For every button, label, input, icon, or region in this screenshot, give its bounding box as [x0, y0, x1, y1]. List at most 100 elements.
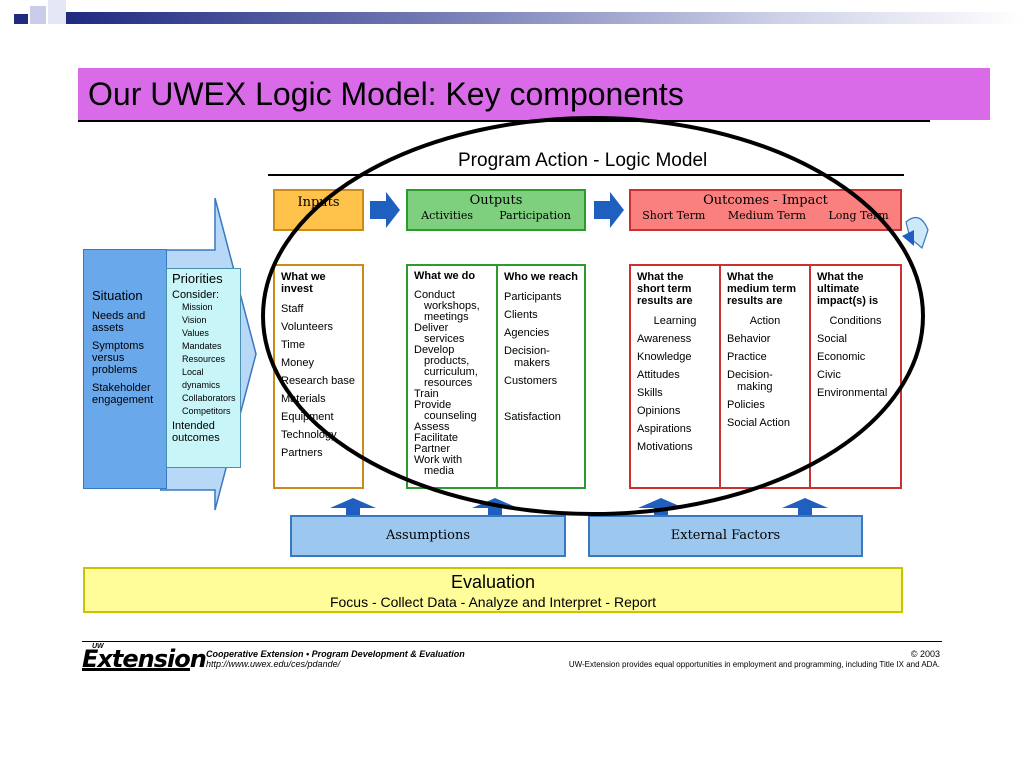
- priorities-box: Priorities Consider: Mission Vision Valu…: [166, 268, 241, 468]
- situation-item: Stakeholder engagement: [92, 382, 154, 406]
- participation-label: Participation: [499, 209, 571, 222]
- priority-item: Local dynamics: [182, 367, 221, 390]
- outcome-item: Social Action: [727, 417, 790, 429]
- what-we-do-column: What we do Conduct workshops, meetings D…: [406, 264, 498, 489]
- medium-term-category: Action: [749, 315, 781, 327]
- deco-square-light: [30, 6, 46, 24]
- short-term-heading: What the short term results are: [637, 271, 693, 307]
- outcome-item: Civic: [817, 369, 841, 381]
- outputs-label: Outputs: [469, 193, 523, 208]
- outcome-item: Aspirations: [637, 423, 692, 435]
- activity-item: Train: [414, 388, 439, 400]
- footer-program: Cooperative Extension • Program Developm…: [206, 649, 465, 659]
- participation-item: Decision-: [504, 345, 550, 357]
- priority-item: Mission: [182, 302, 213, 312]
- priority-item: Values: [182, 328, 209, 338]
- medium-term-heading: What the medium term results are: [727, 271, 797, 307]
- activity-item: Develop: [414, 344, 455, 356]
- activity-item: curriculum,: [424, 366, 478, 378]
- activity-item: Provide: [414, 399, 452, 411]
- priority-item: Resources: [182, 354, 226, 364]
- outcome-item: making: [737, 381, 773, 393]
- logo-prefix: UW: [92, 643, 104, 650]
- outcome-item: Behavior: [727, 333, 771, 345]
- participation-item: Participants: [504, 291, 562, 303]
- outcome-item: Economic: [817, 351, 866, 363]
- intended-outcomes: Intended outcomes: [172, 420, 220, 444]
- footer-copyright: © 2003: [910, 649, 940, 659]
- input-item: Research base: [281, 375, 355, 387]
- external-factors-box: External Factors: [588, 515, 863, 557]
- activity-item: resources: [424, 377, 473, 389]
- outcome-item: Attitudes: [637, 369, 680, 381]
- evaluation-box: Evaluation Focus - Collect Data - Analyz…: [83, 567, 903, 613]
- long-term-category: Conditions: [829, 315, 882, 327]
- situation-title: Situation: [92, 288, 143, 303]
- medium-term-label: Medium Term: [727, 209, 806, 222]
- medium-term-column: What the medium term results are Action …: [719, 264, 811, 489]
- outcome-item: Skills: [637, 387, 663, 399]
- input-item: Money: [281, 357, 315, 369]
- input-item: Volunteers: [281, 321, 333, 333]
- activity-item: Partner: [414, 443, 451, 455]
- activity-item: media: [424, 465, 454, 477]
- participation-item: Agencies: [504, 327, 550, 339]
- outcome-item: Policies: [727, 399, 765, 411]
- title-band: [78, 68, 990, 120]
- footer-notice: UW-Extension provides equal opportunitie…: [568, 660, 940, 669]
- arrow-right-icon: [370, 192, 400, 228]
- logo-underline: [82, 668, 190, 671]
- what-we-do-heading: What we do: [414, 270, 476, 282]
- who-we-reach-column: Who we reach Participants Clients Agenci…: [496, 264, 586, 489]
- outcomes-header: Outcomes - Impact Short Term Medium Term…: [629, 189, 902, 231]
- diagram-title: Program Action - Logic Model: [458, 150, 708, 171]
- activities-label: Activities: [421, 209, 473, 222]
- deco-square-pale: [48, 0, 66, 24]
- activity-item: products,: [424, 355, 470, 367]
- activity-item: workshops,: [424, 300, 480, 312]
- situation-item: Symptoms versus problems: [92, 340, 144, 376]
- input-item: Partners: [281, 447, 323, 459]
- outcomes-label: Outcomes - Impact: [703, 193, 828, 208]
- feedback-arrow-icon: [902, 216, 929, 250]
- priority-item: Mandates: [182, 341, 222, 351]
- outcome-item: Motivations: [637, 441, 693, 453]
- outcome-item: Awareness: [637, 333, 692, 345]
- priority-item: Competitors: [182, 406, 231, 416]
- activity-item: Work with: [414, 454, 463, 466]
- evaluation-title: Evaluation: [450, 572, 536, 592]
- assumptions-box: Assumptions: [290, 515, 566, 557]
- priority-item: Vision: [182, 315, 207, 325]
- outputs-header: Outputs Activities Participation: [406, 189, 586, 231]
- inputs-column: What we invest Staff Volunteers Time Mon…: [273, 264, 364, 489]
- long-term-heading: What the ultimate impact(s) is: [817, 271, 879, 307]
- participation-item: Satisfaction: [504, 411, 561, 423]
- long-term-column: What the ultimate impact(s) is Condition…: [809, 264, 902, 489]
- outcome-item: Environmental: [817, 387, 888, 399]
- deco-square-dark: [14, 14, 28, 24]
- title-underline: [78, 120, 930, 122]
- activity-item: Conduct: [414, 289, 455, 301]
- participation-item: Customers: [504, 375, 558, 387]
- slide-title: Our UWEX Logic Model: Key components: [88, 76, 684, 112]
- outcome-item: Social: [817, 333, 847, 345]
- footer-url: http://www.uwex.edu/ces/pdande/: [206, 659, 341, 669]
- activity-item: Facilitate: [414, 432, 459, 444]
- evaluation-subtitle: Focus - Collect Data - Analyze and Inter…: [329, 594, 657, 610]
- highlight-ellipse: [261, 116, 925, 516]
- footer-line: [82, 641, 942, 642]
- inputs-heading: What we invest: [281, 271, 326, 295]
- deco-gradient-bar: [66, 12, 1024, 24]
- input-item: Time: [281, 339, 306, 351]
- outcome-item: Decision-: [727, 369, 773, 381]
- who-we-reach-heading: Who we reach: [504, 271, 578, 283]
- input-item: Staff: [281, 303, 304, 315]
- arrow-right-icon: [594, 192, 624, 228]
- activity-item: Assess: [414, 421, 450, 433]
- situation-item: Needs and assets: [92, 310, 146, 334]
- activity-item: Deliver: [414, 322, 449, 334]
- priority-item: Collaborators: [182, 393, 236, 403]
- consider-label: Consider:: [172, 289, 220, 301]
- activity-item: meetings: [424, 311, 469, 323]
- diagram-title-line: [268, 174, 904, 176]
